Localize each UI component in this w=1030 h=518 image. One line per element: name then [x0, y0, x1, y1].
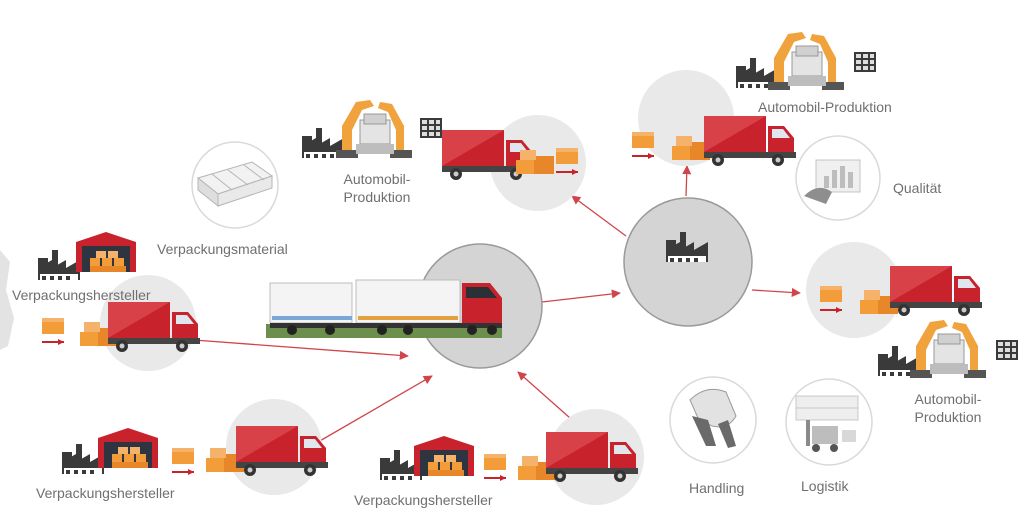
box-move-bottommid [483, 453, 507, 482]
arrow-bottomleft-to-hub [317, 375, 433, 443]
label-verpackungsmaterial: Verpackungsmaterial [157, 241, 288, 257]
parts-icon-topright [854, 52, 876, 72]
label-logistik: Logistik [801, 478, 849, 494]
pallet-icon [196, 161, 274, 208]
label-hersteller-bottom-left: Verpackungshersteller [36, 485, 175, 501]
label-produktion-top-left-line2: Produktion [343, 189, 411, 205]
arrow-factory-to-topleft [571, 195, 627, 237]
label-produktion-top-left-line1: Automobil- [343, 171, 411, 187]
parts-icon-topleft [420, 118, 442, 138]
label-produktion-right: Automobil- Produktion [900, 390, 996, 426]
arrow-left-to-hub [193, 339, 409, 360]
label-produktion-top-right: Automobil-Produktion [758, 99, 892, 115]
box-move-left [41, 317, 65, 346]
arrow-factory-to-topright [682, 165, 692, 197]
robots-icon-topright [767, 31, 845, 91]
parts-icon-right [996, 340, 1018, 360]
truck-right [890, 266, 982, 316]
label-handling: Handling [689, 480, 745, 496]
logistics-icon [795, 395, 859, 452]
large-truck-icon [266, 279, 502, 338]
label-hersteller-left: Verpackungshersteller [12, 287, 151, 303]
label-hersteller-bottom-mid: Verpackungshersteller [354, 492, 493, 508]
circle-right-truck [806, 242, 902, 338]
truck-topright [704, 116, 796, 166]
map-silhouette [0, 250, 14, 350]
warehouse-icon-left [76, 232, 136, 272]
arrow-factory-to-right [751, 287, 801, 298]
arrow-bottommid-to-hub [517, 371, 571, 419]
factory-icon-left [38, 250, 80, 280]
box-move-bottomleft [171, 447, 195, 476]
handling-icon [689, 388, 737, 448]
label-qualitaet: Qualität [893, 180, 942, 196]
label-produktion-top-left: Automobil- Produktion [329, 170, 425, 206]
arrow-hub-to-factory [541, 289, 621, 303]
quality-icon [804, 159, 861, 204]
circle-logistics [785, 378, 873, 466]
robots-icon-right [909, 319, 987, 379]
circle-factory [623, 197, 753, 327]
robots-icon-topleft [335, 99, 413, 159]
factory-icon-bottomleft [62, 444, 104, 474]
warehouse-icon-bottomleft [98, 428, 158, 468]
label-produktion-right-line2: Produktion [914, 409, 982, 425]
box-move-topright [631, 131, 655, 160]
label-produktion-right-line1: Automobil- [914, 391, 982, 407]
warehouse-icon-bottommid [414, 436, 474, 476]
